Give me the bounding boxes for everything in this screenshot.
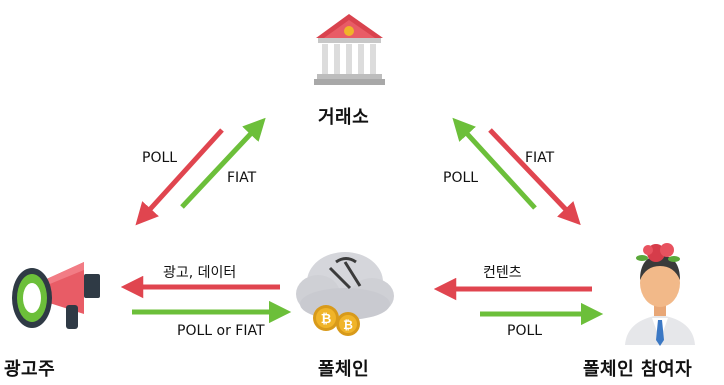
arrow-green-right-diagonal: [452, 117, 537, 210]
edge-label-fiat-right: FIAT: [525, 150, 555, 166]
node-label-advertiser: 광고주: [4, 359, 56, 380]
arrow-green-left-diagonal: [180, 117, 266, 209]
arrow-red-right-diagonal: [488, 128, 581, 226]
edge-label-contents: 컨텐츠: [483, 265, 522, 281]
svg-text:₿: ₿: [321, 312, 332, 327]
node-label-polechain: 폴체인: [318, 359, 370, 380]
edge-label-poll-left: POLL: [142, 150, 178, 166]
edge-label-fiat-left: FIAT: [227, 170, 257, 186]
edge-label-poll-bottom: POLL: [507, 323, 543, 339]
person-with-flower-icon: [625, 243, 695, 346]
node-label-exchange: 거래소: [318, 107, 370, 128]
svg-text:₿: ₿: [343, 318, 353, 332]
edge-label-ad-data: 광고, 데이터: [163, 265, 237, 281]
megaphone-icon: [12, 262, 100, 329]
edge-label-poll-or-fiat: POLL or FIAT: [177, 323, 265, 339]
mining-cloud-bitcoin-icon: ₿ ₿: [296, 252, 394, 336]
edge-label-poll-right: POLL: [443, 170, 479, 186]
node-label-participant: 폴체인 참여자: [583, 359, 693, 380]
arrow-red-left-diagonal: [135, 128, 224, 226]
bank-building-icon: [314, 14, 385, 85]
